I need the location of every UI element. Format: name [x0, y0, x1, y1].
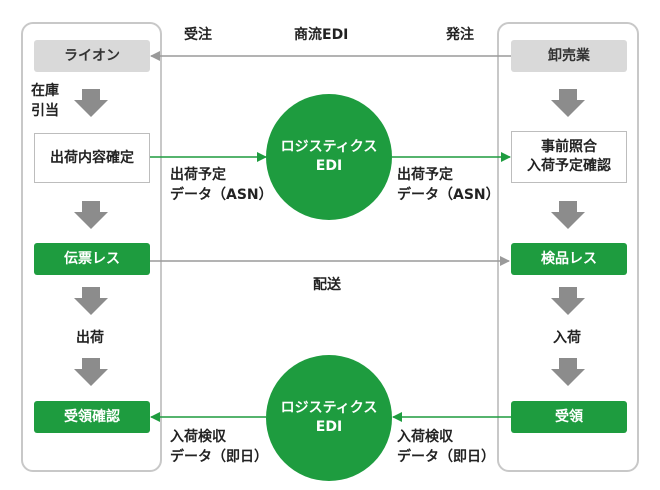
down-arrow-icon — [551, 201, 585, 229]
asn-label-right: 出荷予定 データ（ASN） — [397, 167, 500, 203]
pre-check-box: 事前照合 入荷予定確認 — [511, 131, 627, 183]
down-arrow-icon — [74, 287, 108, 315]
shipping-label: 出荷 — [76, 330, 104, 346]
shipping-confirm-box: 出荷内容確定 — [34, 133, 150, 183]
down-arrow-icon — [74, 201, 108, 229]
stock-allocation-label: 在庫 引当 — [31, 83, 59, 119]
receipt-box: 受領 — [511, 401, 627, 433]
order-received-label: 受注 — [184, 27, 212, 43]
delivery-label: 配送 — [313, 277, 341, 293]
lion-title: ライオン — [34, 40, 150, 72]
slipless-box: 伝票レス — [34, 243, 150, 275]
wholesaler-title: 卸売業 — [511, 40, 627, 72]
asn-label-left: 出荷予定 データ（ASN） — [170, 167, 273, 203]
arrival-label: 入荷 — [553, 330, 581, 346]
down-arrow-icon — [74, 89, 108, 117]
logistics-edi-top: ロジスティクス EDI — [266, 94, 392, 220]
down-arrow-icon — [551, 89, 585, 117]
inspection-less-box: 検品レス — [511, 243, 627, 275]
logistics-edi-bottom: ロジスティクス EDI — [266, 355, 392, 481]
order-placed-label: 発注 — [446, 27, 474, 43]
commercial-edi-label: 商流EDI — [294, 27, 349, 43]
inspect-label-left: 入荷検収 データ（即日） — [170, 429, 268, 465]
down-arrow-icon — [551, 358, 585, 386]
down-arrow-icon — [551, 287, 585, 315]
inspect-label-right: 入荷検収 データ（即日） — [397, 429, 495, 465]
down-arrow-icon — [74, 358, 108, 386]
receipt-confirm-box: 受領確認 — [34, 401, 150, 433]
